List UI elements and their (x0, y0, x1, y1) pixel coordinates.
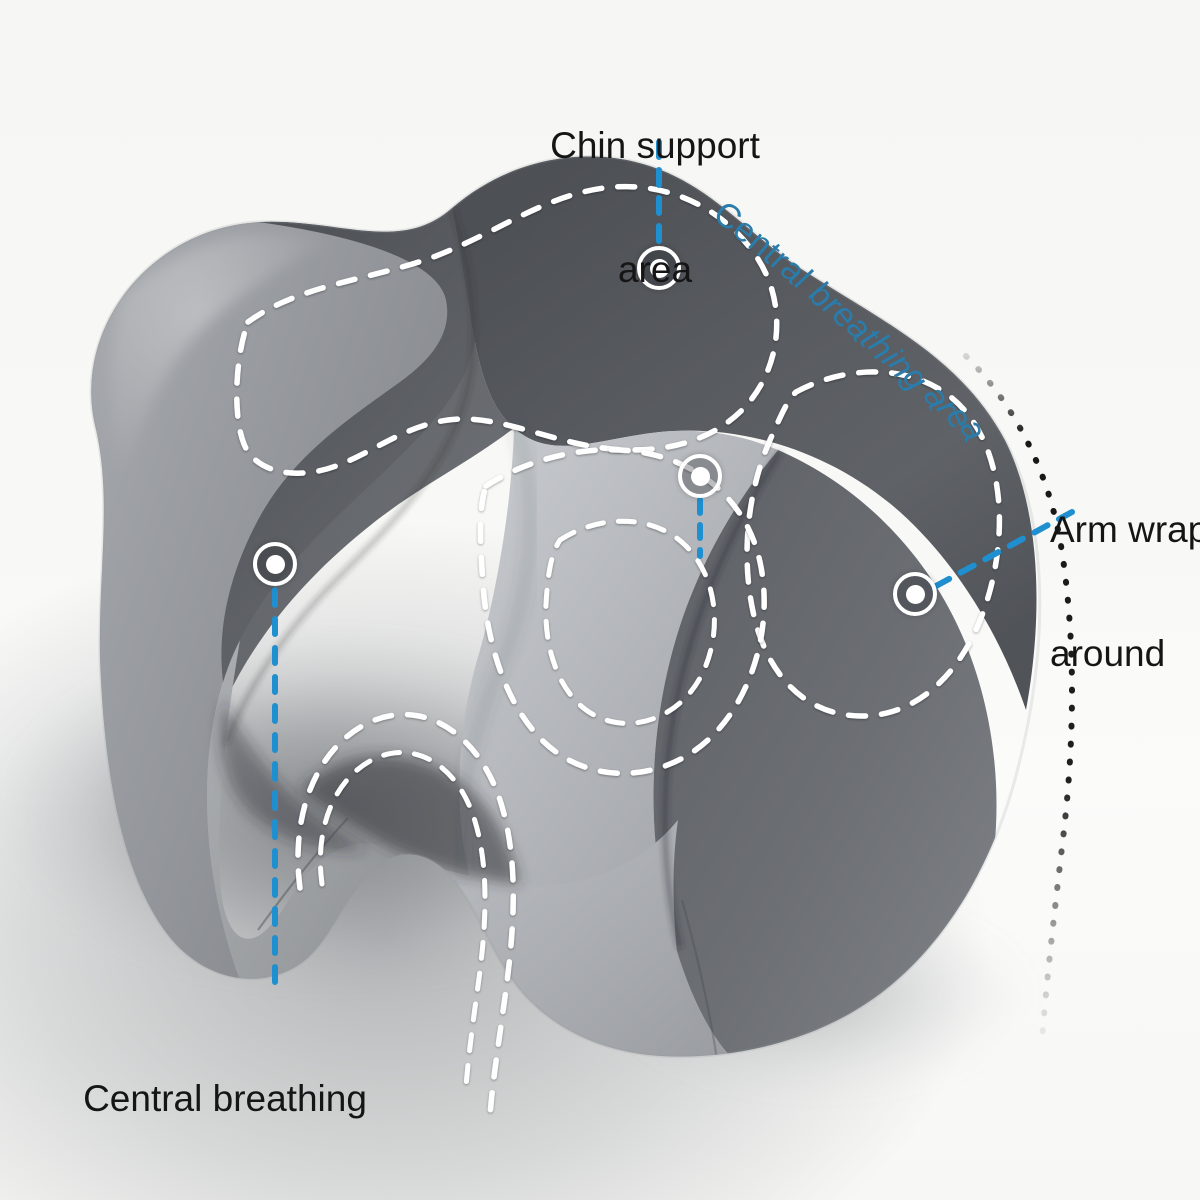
label-arm-wrap-line2: around (1050, 633, 1166, 675)
marker-central-breathing[interactable] (253, 542, 297, 586)
marker-core (265, 554, 285, 574)
leader-arm-wrap (933, 509, 1075, 589)
contour-dotted-right (963, 353, 1075, 1043)
label-chin-support: Chin support area (470, 42, 840, 374)
marker-core (649, 258, 669, 278)
label-chin-support-line1: Chin support (550, 124, 760, 166)
marker-arm-wrap[interactable] (893, 572, 937, 616)
label-arm-wrap-line1: Arm wrap (1050, 508, 1200, 550)
zone-mid-support-inner (543, 518, 717, 726)
marker-core (690, 466, 710, 486)
zone-chin-support (234, 183, 780, 476)
marker-chin-support[interactable] (637, 246, 681, 290)
label-chin-support-line2: area (617, 249, 693, 291)
zone-central-breathing-upper (744, 369, 1003, 719)
label-central-breathing-bottom: Central breathing area (45, 995, 405, 1200)
marker-core (905, 584, 925, 604)
label-central-breathing-line1: Central breathing (83, 1077, 367, 1119)
label-arm-wrap-around: Arm wrap around (1050, 426, 1200, 758)
zone-mid-support (477, 447, 767, 777)
zone-breathing-arch-inner (317, 750, 488, 1089)
marker-mid-support[interactable] (678, 454, 722, 498)
